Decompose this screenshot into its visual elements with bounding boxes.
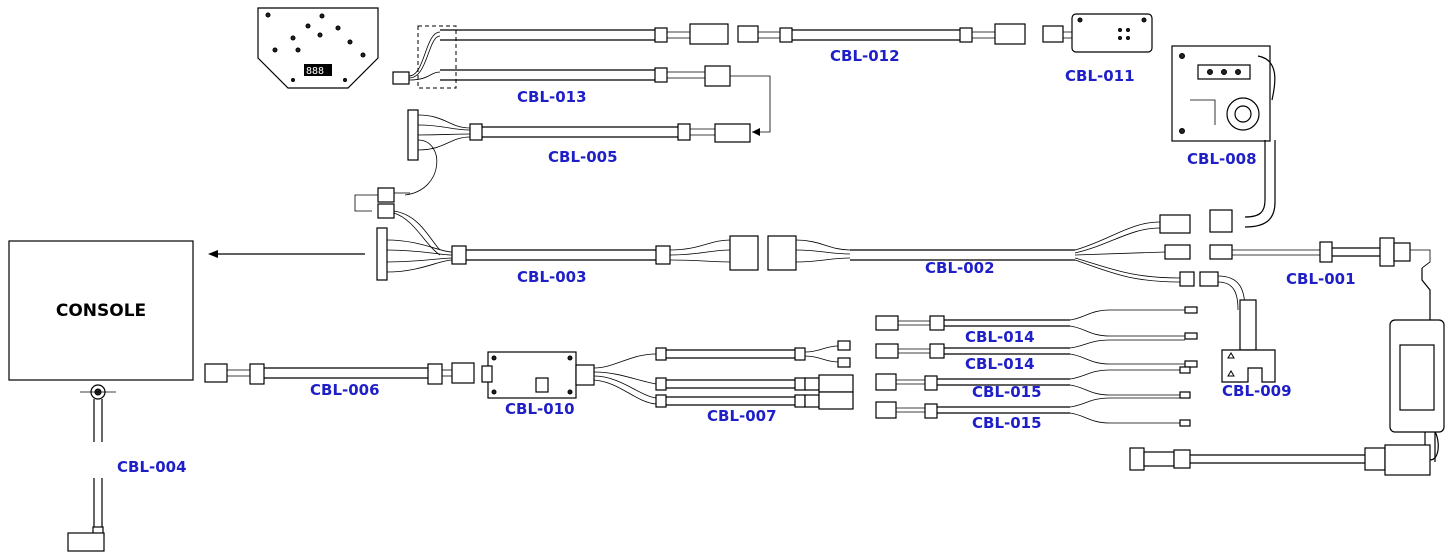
cbl-006-label: CBL-006	[310, 381, 380, 399]
cable-cbl-015-a: CBL-015	[875, 366, 1191, 401]
cable-cbl-005: CBL-005	[404, 109, 760, 196]
cable-cbl-014-a: CBL-014	[875, 306, 1198, 346]
cbl-005-label: CBL-005	[548, 148, 618, 166]
cbl-011-label: CBL-011	[1065, 67, 1135, 85]
svg-text:888: 888	[306, 66, 324, 77]
cbl-015-b-label: CBL-015	[972, 414, 1042, 432]
cable-cbl-015-b: CBL-015	[875, 397, 1191, 432]
console: CONSOLE	[8, 240, 194, 381]
cbl-003-label: CBL-003	[517, 268, 587, 286]
cbl-012-label: CBL-012	[830, 47, 900, 65]
display-board: 888	[257, 7, 379, 89]
cbl-009-label: CBL-009	[1222, 382, 1292, 400]
console-label: CONSOLE	[56, 301, 146, 321]
cbl-014-b-label: CBL-014	[965, 355, 1035, 373]
cbl-004-label: CBL-004	[117, 458, 187, 476]
cable-cbl-009: CBL-009	[1199, 271, 1292, 400]
cbl-007-label: CBL-007	[707, 407, 777, 425]
ac-power-cord	[1129, 431, 1439, 476]
cable-cbl-003: CBL-003	[376, 210, 759, 286]
cable-cbl-008: CBL-008	[1171, 45, 1276, 233]
jumper-connector	[354, 187, 410, 219]
cable-cbl-001: CBL-001	[1209, 237, 1431, 320]
cbl-013-label: CBL-013	[517, 88, 587, 106]
cable-cbl-012: CBL-012	[737, 23, 1026, 65]
cbl-015-a-label: CBL-015	[972, 383, 1042, 401]
cable-cbl-002: CBL-002	[767, 214, 1195, 287]
cable-cbl-013: CBL-013	[392, 23, 771, 133]
cbl-001-label: CBL-001	[1286, 270, 1356, 288]
cable-cbl-004: CBL-004	[67, 384, 187, 552]
cbl-010-label: CBL-010	[505, 400, 575, 418]
cbl-002-label: CBL-002	[925, 259, 995, 277]
cable-cbl-014-b: CBL-014	[875, 339, 1198, 373]
cable-cbl-011: CBL-011	[1042, 13, 1153, 85]
console-arrow	[208, 250, 365, 258]
cable-cbl-010: CBL-010	[481, 351, 595, 418]
cbl-014-a-label: CBL-014	[965, 328, 1035, 346]
power-supply	[1389, 319, 1445, 462]
cbl-008-label: CBL-008	[1187, 150, 1257, 168]
cable-cbl-007: CBL-007	[593, 340, 854, 425]
cable-cbl-006: CBL-006	[204, 362, 475, 399]
